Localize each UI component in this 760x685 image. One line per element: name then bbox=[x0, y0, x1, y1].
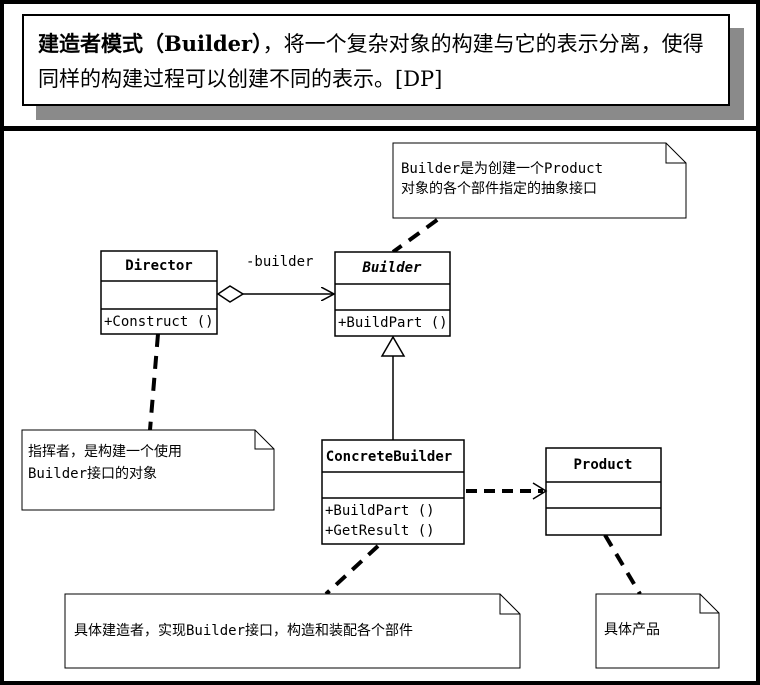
director-note-line1: 指挥者，是构建一个使用 bbox=[28, 443, 182, 460]
aggregation-diamond bbox=[216, 285, 245, 303]
builder-note-line2: 对象的各个部件指定的抽象接口 bbox=[401, 180, 597, 197]
product-note-text: 具体产品 bbox=[604, 622, 660, 638]
director-note-connector bbox=[148, 333, 160, 431]
concrete-builder-class-name: ConcreteBuilder bbox=[326, 449, 452, 465]
director-method-construct: +Construct () bbox=[104, 314, 214, 330]
director-note: 指挥者，是构建一个使用 Builder接口的对象 bbox=[21, 429, 275, 511]
product-class-name: Product bbox=[573, 457, 632, 473]
header-definition-box: 建造者模式（Builder），将一个复杂对象的构建与它的表示分离，使得同样的构建… bbox=[22, 14, 730, 106]
concrete-note-text: 具体建造者，实现Builder接口，构造和装配各个部件 bbox=[74, 622, 413, 639]
product-class: Product bbox=[545, 447, 662, 536]
concrete-method-getresult: +GetResult () bbox=[325, 523, 435, 539]
header-divider bbox=[4, 126, 756, 131]
aggregation-director-builder: -builder bbox=[216, 254, 333, 303]
header-title-bold: 建造者模式（Builder） bbox=[38, 31, 263, 56]
concrete-note-connector bbox=[324, 544, 380, 596]
builder-note-line1: Builder是为创建一个Product bbox=[401, 161, 603, 177]
concrete-method-buildpart: +BuildPart () bbox=[325, 503, 435, 519]
builder-method-buildpart: +BuildPart () bbox=[338, 315, 448, 331]
director-note-line2: Builder接口的对象 bbox=[28, 465, 157, 482]
association-role-label: -builder bbox=[246, 254, 313, 270]
builder-class: Builder +BuildPart () bbox=[334, 251, 451, 337]
generalization-concrete-builder bbox=[380, 335, 406, 440]
director-class: Director +Construct () bbox=[100, 250, 218, 335]
director-class-name: Director bbox=[125, 258, 192, 274]
concrete-builder-class: ConcreteBuilder +BuildPart () +GetResult… bbox=[321, 439, 465, 545]
product-note-connector bbox=[603, 533, 642, 596]
dependency-concrete-product bbox=[466, 482, 548, 500]
builder-note: Builder是为创建一个Product 对象的各个部件指定的抽象接口 bbox=[392, 142, 687, 219]
product-note: 具体产品 bbox=[595, 593, 720, 669]
concrete-builder-note: 具体建造者，实现Builder接口，构造和装配各个部件 bbox=[64, 593, 521, 669]
builder-class-name: Builder bbox=[361, 260, 422, 276]
header-title-rest: ，将一个复杂对象的构建与它的表示分离，使得同样的构建过程可以创建不同的表示。[D… bbox=[38, 32, 704, 91]
inheritance-triangle bbox=[380, 335, 406, 357]
